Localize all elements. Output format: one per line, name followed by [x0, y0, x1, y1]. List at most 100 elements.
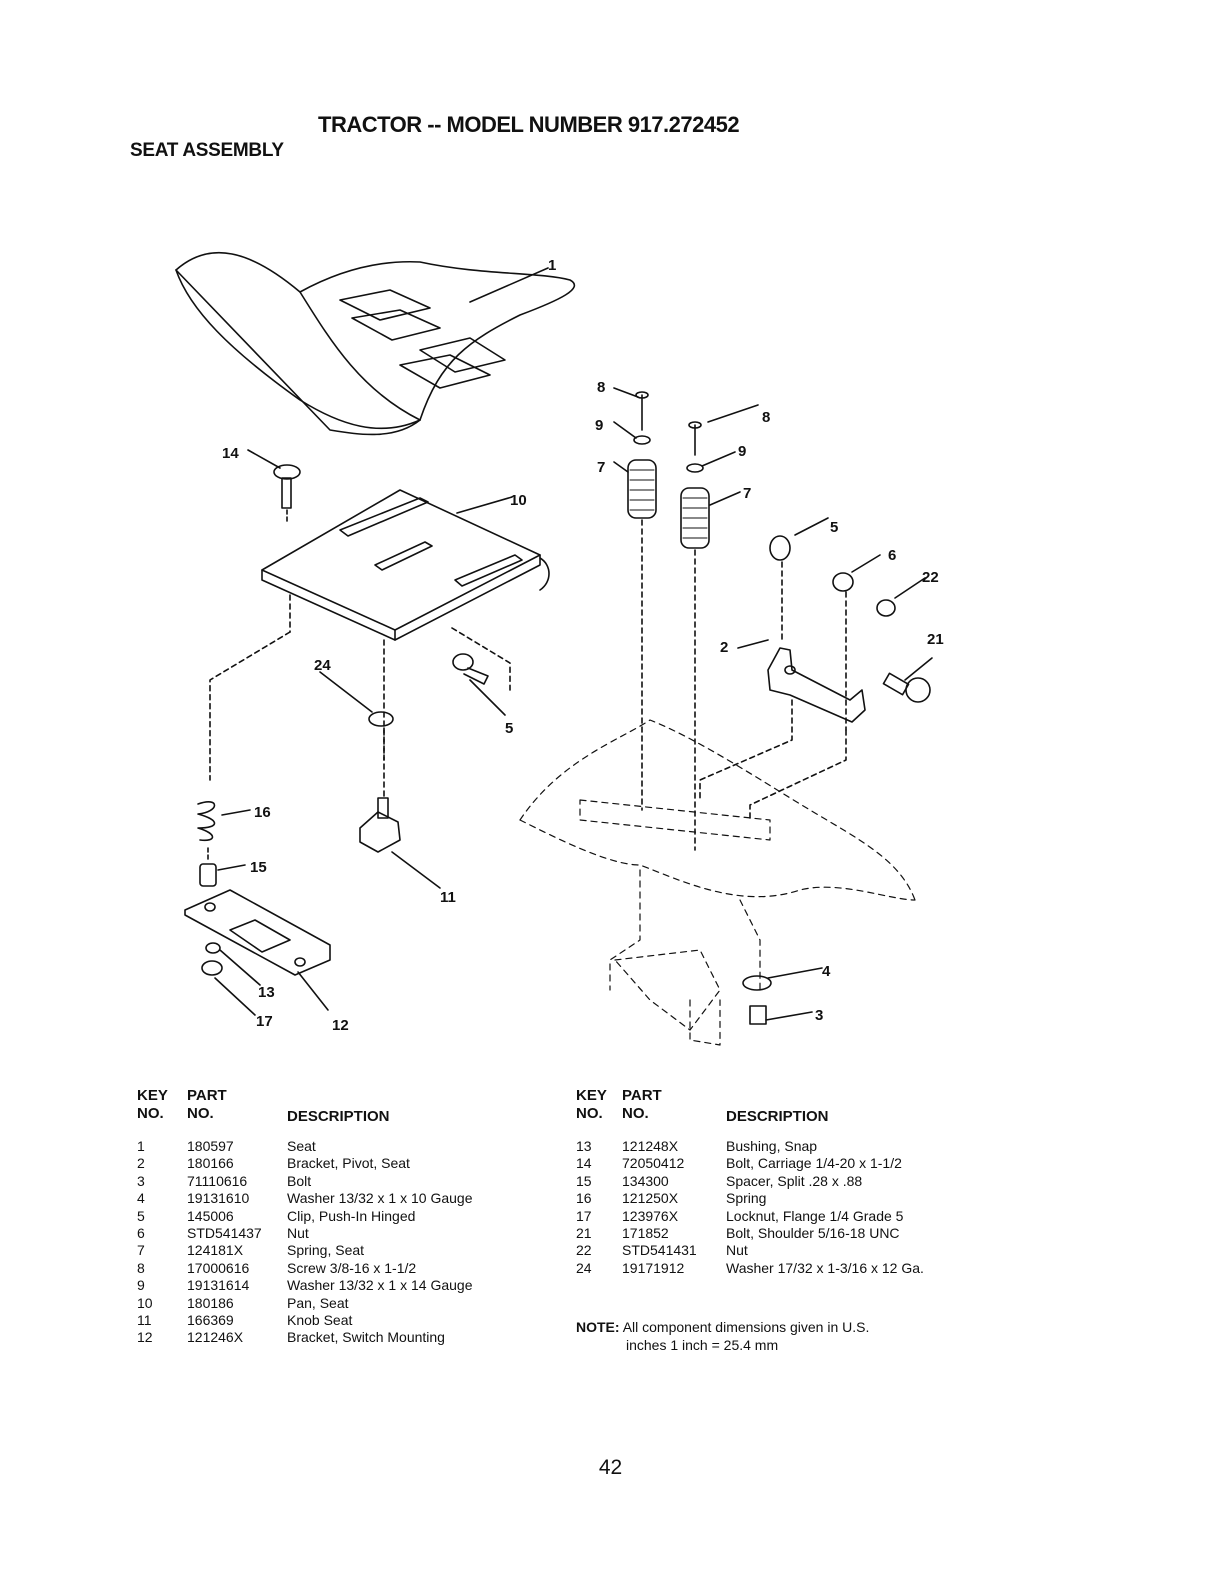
callout-7b: 7: [743, 485, 751, 502]
description-header: DESCRIPTION: [726, 1108, 829, 1125]
note-label: NOTE:: [576, 1319, 620, 1335]
tractor-body-outline: [519, 719, 916, 1046]
part-description: Washer 17/32 x 1-3/16 x 12 Ga.: [726, 1259, 924, 1276]
key-number: 10: [137, 1294, 153, 1311]
key-number: 1: [137, 1138, 145, 1154]
part-number: 121250X: [622, 1190, 679, 1207]
part-description: Bushing, Snap: [726, 1138, 818, 1154]
key-number: 9: [137, 1277, 145, 1294]
key-number: 16: [576, 1190, 592, 1207]
note-line-1: All component dimensions given in U.S.: [622, 1319, 870, 1335]
part-number: 145006: [187, 1207, 234, 1224]
carriage-bolt-drawing: [247, 449, 301, 523]
callout-5b: 5: [505, 720, 513, 737]
seat-drawing: [175, 251, 576, 436]
callout-22: 22: [922, 569, 939, 586]
part-description: Washer 13/32 x 1 x 10 Gauge: [287, 1190, 473, 1207]
key-header-2: NO.: [137, 1105, 164, 1122]
table-row: 5 145006 Clip, Push-In Hinged: [137, 1208, 557, 1225]
part-number: 121246X: [187, 1329, 244, 1346]
table-row: 14 72050412 Bolt, Carriage 1/4-20 x 1-1/2: [576, 1155, 996, 1172]
callout-13: 13: [258, 984, 275, 1001]
table-row: 3 71110616 Bolt: [137, 1173, 557, 1190]
part-number: 72050412: [622, 1155, 685, 1172]
part-description: Bolt, Carriage 1/4-20 x 1-1/2: [726, 1155, 902, 1172]
part-description: Locknut, Flange 1/4 Grade 5: [726, 1207, 904, 1224]
part-description: Seat: [287, 1138, 316, 1154]
callout-4: 4: [822, 963, 831, 980]
part-number: 17000616: [187, 1259, 250, 1276]
callout-7a: 7: [597, 459, 605, 476]
part-description: Bracket, Pivot, Seat: [287, 1155, 410, 1172]
part-number: 19131614: [187, 1277, 250, 1294]
part-description: Spring: [726, 1190, 767, 1207]
callout-9b: 9: [738, 443, 746, 460]
callout-15: 15: [250, 859, 267, 876]
key-number: 15: [576, 1172, 592, 1189]
part-description: Spring, Seat: [287, 1242, 365, 1259]
table-row: 16 121250X Spring: [576, 1190, 996, 1207]
key-number: 17: [576, 1207, 592, 1224]
section-title: SEAT ASSEMBLY: [130, 140, 284, 161]
key-number: 14: [576, 1155, 592, 1172]
callout-6: 6: [888, 547, 896, 564]
part-number: 180166: [187, 1155, 234, 1172]
key-number: 5: [137, 1207, 145, 1224]
part-description: Clip, Push-In Hinged: [287, 1207, 416, 1224]
key-number: 4: [137, 1190, 145, 1207]
key-number: 22: [576, 1242, 592, 1259]
seat-pan-drawing: [209, 489, 550, 781]
note-line-2: inches 1 inch = 25.4 mm: [626, 1337, 779, 1353]
part-description: Bolt: [287, 1172, 312, 1189]
part-number: 180186: [187, 1294, 234, 1311]
callout-1: 1: [548, 257, 556, 274]
part-header-2: NO.: [622, 1105, 649, 1122]
callout-3: 3: [815, 1007, 823, 1024]
key-header-1: KEY: [137, 1087, 168, 1104]
part-number: 180597: [187, 1138, 234, 1154]
part-number: STD541437: [187, 1224, 262, 1241]
part-description: Nut: [287, 1224, 309, 1241]
callout-14: 14: [222, 445, 239, 462]
callout-10: 10: [510, 492, 527, 509]
exploded-parts-diagram: 1 14 10 8 9 7 8 9 7 5 6 22 21 2 24 5 16 …: [0, 200, 1221, 1070]
callout-5a: 5: [830, 519, 838, 536]
part-number: 71110616: [187, 1172, 248, 1189]
switch-bracket-drawing: [184, 801, 331, 1016]
part-description: Bracket, Switch Mounting: [287, 1329, 445, 1346]
part-number: 124181X: [187, 1242, 244, 1259]
part-number: 134300: [622, 1172, 669, 1189]
bottom-bolt-drawing: [742, 967, 823, 1025]
part-description: Washer 13/32 x 1 x 14 Gauge: [287, 1277, 473, 1294]
seat-springs-drawing: [613, 387, 759, 851]
pivot-bracket-drawing: [699, 517, 933, 821]
key-header-1: KEY: [576, 1087, 607, 1104]
key-header-2: NO.: [576, 1105, 603, 1122]
key-number: 3: [137, 1172, 145, 1189]
callout-17: 17: [256, 1013, 273, 1030]
part-header-2: NO.: [187, 1105, 214, 1122]
table-row: 9 19131614 Washer 13/32 x 1 x 14 Gauge: [137, 1277, 557, 1294]
page-number: 42: [598, 1456, 623, 1479]
part-description: Nut: [726, 1242, 748, 1259]
callout-9a: 9: [595, 417, 603, 434]
part-number: 121248X: [622, 1138, 679, 1154]
part-header-1: PART: [187, 1087, 227, 1104]
part-number: 171852: [622, 1224, 669, 1241]
part-description: Screw 3/8-16 x 1-1/2: [287, 1259, 417, 1276]
key-number: 24: [576, 1259, 592, 1276]
table-row: 1 180597 Seat: [137, 1138, 557, 1155]
